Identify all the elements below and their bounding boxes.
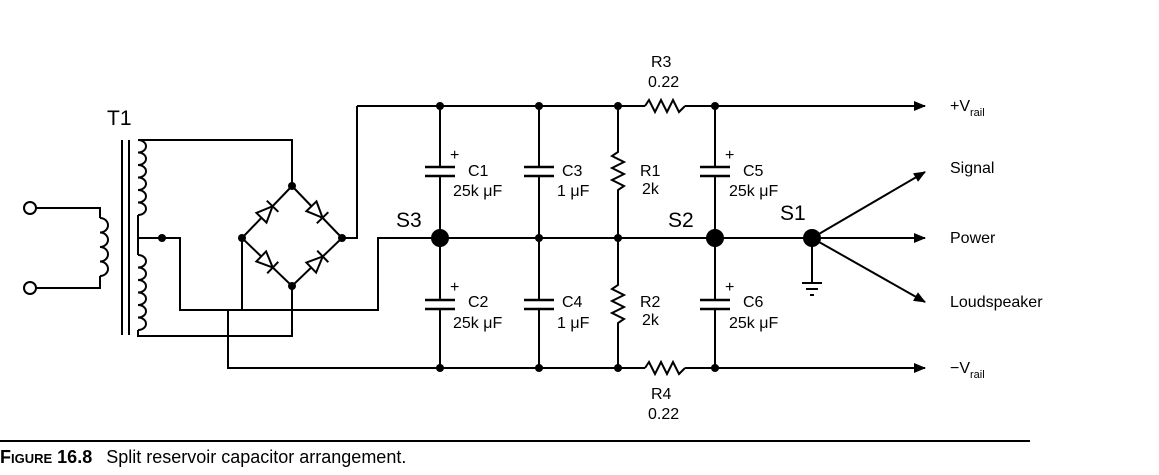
value-r4: 0.22 [648, 406, 679, 423]
star-point-s2-node [706, 229, 724, 247]
star-point-s1-node [803, 229, 821, 247]
plus-c1: + [450, 147, 459, 164]
bridge-rectifier [238, 182, 346, 290]
junction-dots [431, 102, 821, 372]
caption-rule [0, 440, 1030, 442]
capacitor-plates [425, 165, 730, 311]
output-signal: Signal [950, 160, 994, 177]
label-c5: C5 [743, 163, 764, 180]
label-r4: R4 [651, 386, 672, 403]
value-c6: 25k μF [729, 315, 778, 332]
circuit-schematic: T1 S3 S2 S1 + + + + C1 25k μF C2 25k μF … [23, 54, 1043, 423]
value-c1: 25k μF [453, 183, 502, 200]
label-c3: C3 [562, 163, 583, 180]
label-s1: S1 [780, 202, 806, 225]
value-r2: 2k [642, 312, 660, 329]
plus-c5: + [725, 147, 734, 164]
bridge-wiring [162, 106, 440, 369]
label-r2: R2 [640, 294, 661, 311]
figure-caption: Figure 16.8 Split reservoir capacitor arr… [0, 447, 406, 468]
label-s2: S2 [668, 209, 694, 232]
output-vrail-negative: −Vrail [950, 360, 985, 381]
label-c6: C6 [743, 294, 764, 311]
output-loudspeaker: Loudspeaker [950, 294, 1043, 311]
label-r1: R1 [640, 163, 661, 180]
plus-c6: + [725, 279, 734, 296]
value-r1: 2k [642, 181, 660, 198]
value-c5: 25k μF [729, 183, 778, 200]
output-vrail-positive: +Vrail [950, 98, 985, 119]
output-power: Power [950, 230, 996, 247]
label-c4: C4 [562, 294, 583, 311]
label-t1: T1 [107, 107, 132, 130]
star-point-s3-node [431, 229, 449, 247]
value-c4: 1 μF [557, 315, 590, 332]
series-resistors [644, 97, 686, 377]
input-terminals [23, 201, 101, 295]
label-s3: S3 [396, 209, 422, 232]
label-r3: R3 [651, 54, 672, 71]
caption-text: Split reservoir capacitor arrangement. [106, 447, 407, 467]
transformer-t1 [99, 139, 293, 337]
plus-c2: + [450, 279, 459, 296]
value-c3: 1 μF [557, 183, 590, 200]
value-r3: 0.22 [648, 74, 679, 91]
value-c2: 25k μF [453, 315, 502, 332]
figure-number: Figure 16.8 [0, 447, 93, 467]
label-c2: C2 [468, 294, 489, 311]
label-c1: C1 [468, 163, 489, 180]
